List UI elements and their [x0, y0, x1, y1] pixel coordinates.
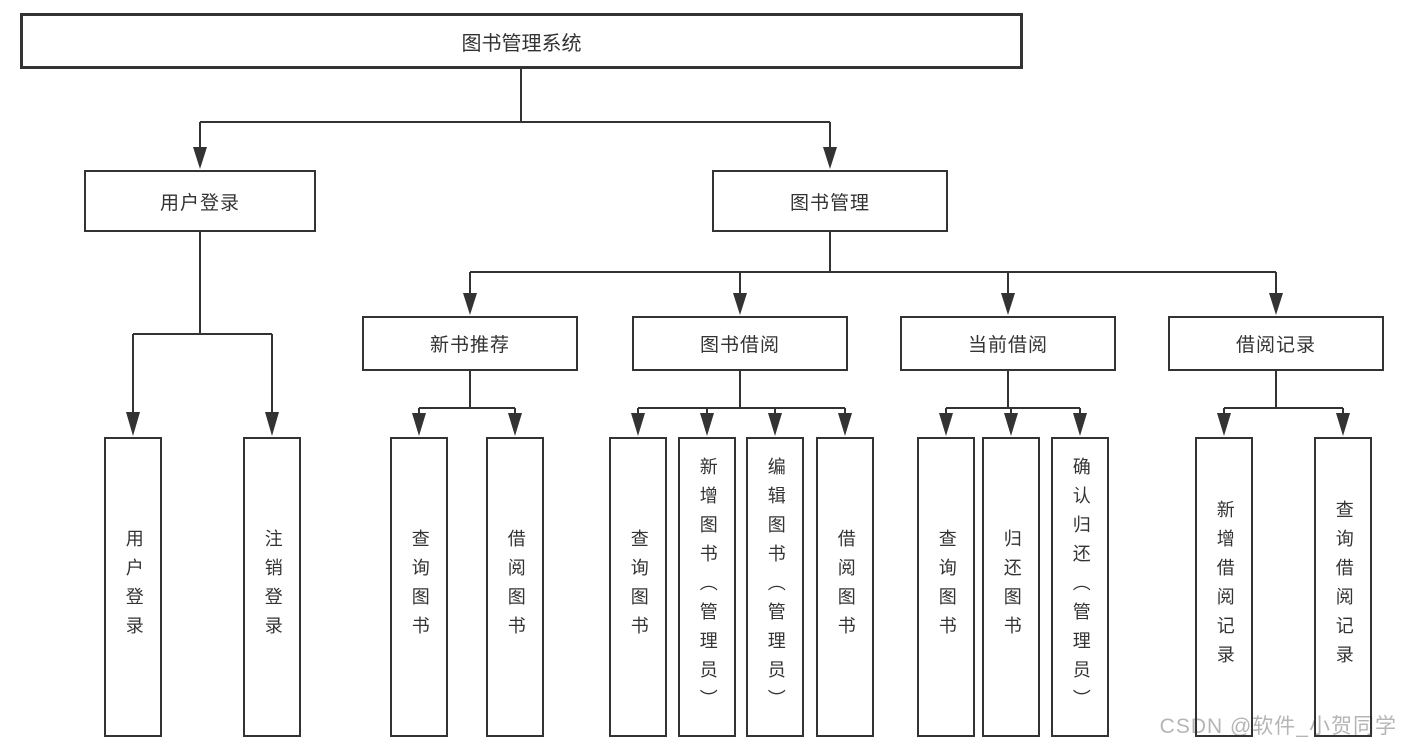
- leaf-confirm-return-admin-label: 确认归还（管理员）: [1070, 456, 1091, 718]
- leaf-add-borrow-record-label: 新增借阅记录: [1214, 500, 1235, 674]
- node-book-management-label: 图书管理: [789, 192, 870, 214]
- leaf-add-book-admin-label: 新增图书（管理员）: [697, 456, 718, 718]
- leaf-borrow-books-recommend: 借阅图书: [486, 437, 544, 737]
- node-borrow-records: 借阅记录: [1168, 316, 1384, 371]
- leaf-query-books-recommend: 查询图书: [390, 437, 448, 737]
- leaf-return-book: 归还图书: [982, 437, 1040, 737]
- leaf-query-borrow-record-label: 查询借阅记录: [1333, 500, 1354, 674]
- node-user-login-label: 用户登录: [159, 192, 240, 214]
- node-new-book-recommend-label: 新书推荐: [429, 335, 510, 356]
- node-borrow-records-label: 借阅记录: [1235, 335, 1316, 356]
- leaf-query-books-borrow-label: 查询图书: [628, 529, 649, 645]
- node-book-borrow-label: 图书借阅: [699, 335, 780, 356]
- node-library-system: 图书管理系统: [20, 13, 1023, 69]
- leaf-query-books-borrow: 查询图书: [609, 437, 667, 737]
- leaf-add-book-admin: 新增图书（管理员）: [678, 437, 736, 737]
- leaf-logout-label: 注销登录: [262, 529, 283, 645]
- node-current-borrow-label: 当前借阅: [967, 335, 1048, 356]
- leaf-borrow-books-recommend-label: 借阅图书: [505, 529, 526, 645]
- leaf-query-books-current: 查询图书: [917, 437, 975, 737]
- node-book-management: 图书管理: [712, 170, 948, 232]
- leaf-edit-book-admin: 编辑图书（管理员）: [746, 437, 804, 737]
- leaf-query-books-recommend-label: 查询图书: [409, 529, 430, 645]
- leaf-query-borrow-record: 查询借阅记录: [1314, 437, 1372, 737]
- node-new-book-recommend: 新书推荐: [362, 316, 578, 371]
- node-user-login: 用户登录: [84, 170, 316, 232]
- leaf-borrow-books: 借阅图书: [816, 437, 874, 737]
- leaf-user-login: 用户登录: [104, 437, 162, 737]
- node-current-borrow: 当前借阅: [900, 316, 1116, 371]
- leaf-query-books-current-label: 查询图书: [936, 529, 957, 645]
- leaf-add-borrow-record: 新增借阅记录: [1195, 437, 1253, 737]
- watermark: CSDN @软件_小贺同学: [1159, 715, 1397, 738]
- leaf-edit-book-admin-label: 编辑图书（管理员）: [765, 456, 786, 718]
- leaf-logout: 注销登录: [243, 437, 301, 737]
- leaf-return-book-label: 归还图书: [1001, 529, 1022, 645]
- leaf-user-login-label: 用户登录: [123, 529, 144, 645]
- node-book-borrow: 图书借阅: [632, 316, 848, 371]
- node-library-system-label: 图书管理系统: [461, 32, 582, 55]
- leaf-confirm-return-admin: 确认归还（管理员）: [1051, 437, 1109, 737]
- leaf-borrow-books-label: 借阅图书: [835, 529, 856, 645]
